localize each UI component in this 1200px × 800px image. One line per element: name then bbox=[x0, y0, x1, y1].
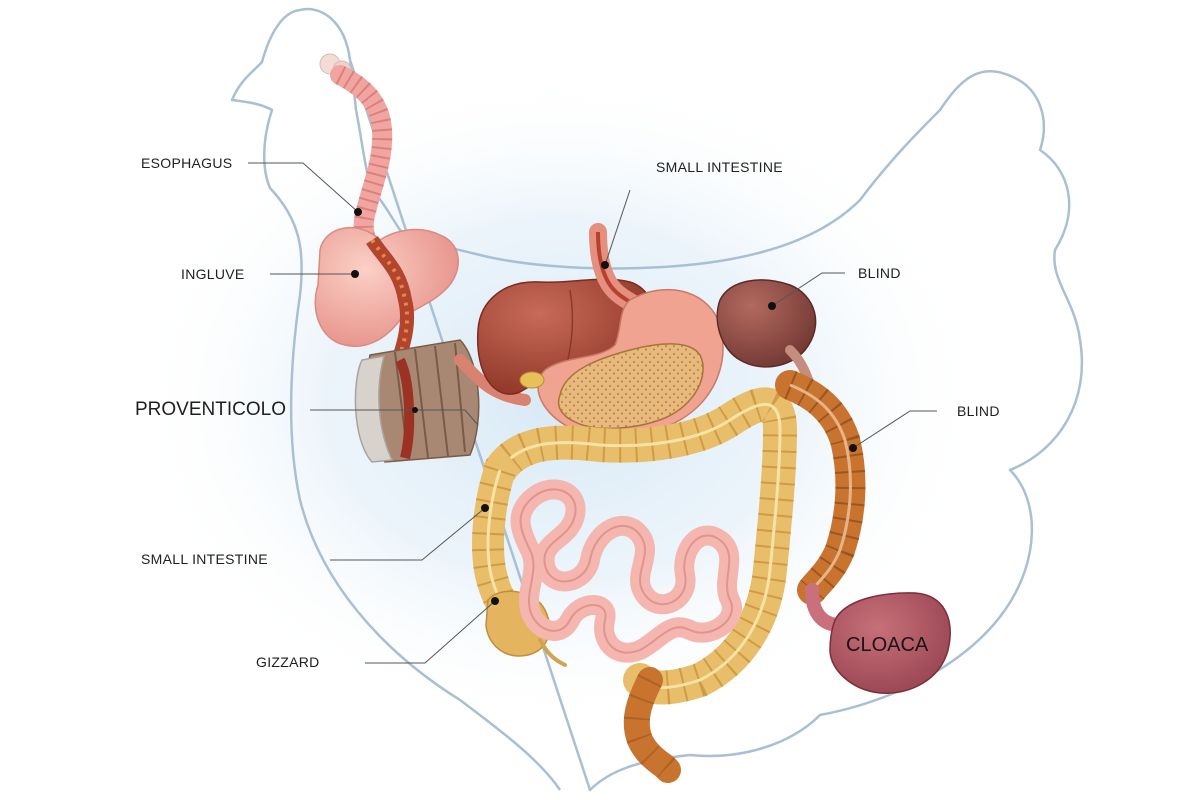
proventriculus-bands bbox=[394, 342, 466, 459]
leader-esophagus bbox=[248, 162, 359, 213]
leader-gizzard bbox=[365, 600, 496, 664]
label-small-intestine-left: SMALL INTESTINE bbox=[141, 551, 268, 567]
dot-ingluve bbox=[351, 270, 359, 278]
rectum bbox=[623, 667, 681, 783]
gizzard-texture bbox=[557, 343, 704, 430]
label-blind-top: BLIND bbox=[858, 265, 901, 281]
leader-small-intestine-top bbox=[604, 189, 631, 266]
leader-small-intestine-left bbox=[330, 507, 486, 561]
crop-inner-texture bbox=[370, 238, 410, 356]
leader-dots bbox=[351, 208, 857, 605]
dot-blind-right bbox=[849, 444, 857, 452]
gallbladder bbox=[519, 371, 545, 389]
label-proventicolo: PROVENTICOLO bbox=[135, 399, 286, 420]
dot-small-intestine-top bbox=[601, 261, 609, 269]
large-intestine-core bbox=[498, 402, 782, 689]
blind-sac bbox=[716, 279, 817, 368]
small-intestine-coils-edge bbox=[519, 488, 733, 654]
leader-lines bbox=[248, 162, 937, 664]
dot-blind-top bbox=[768, 302, 776, 310]
dot-proventicolo bbox=[412, 407, 418, 413]
dot-esophagus bbox=[354, 208, 362, 216]
cloaca-organ bbox=[829, 592, 951, 694]
proventriculus-outlet bbox=[454, 354, 531, 406]
label-small-intestine-top: SMALL INTESTINE bbox=[656, 159, 783, 175]
label-cloaca: CLOACA bbox=[846, 634, 929, 656]
label-esophagus: ESOPHAGUS bbox=[141, 155, 233, 171]
cecum-core bbox=[789, 383, 852, 591]
proventriculus-lumen bbox=[395, 357, 415, 460]
label-blind-right: BLIND bbox=[957, 403, 1000, 419]
dot-small-intestine-left bbox=[481, 504, 489, 512]
label-gizzard: GIZZARD bbox=[256, 654, 320, 670]
gizzard-tail bbox=[538, 638, 567, 667]
proventriculus-cap bbox=[354, 355, 394, 463]
leader-proventicolo bbox=[310, 409, 479, 426]
label-ingluve: INGLUVE bbox=[181, 266, 245, 282]
leader-blind-top bbox=[771, 272, 845, 307]
dot-gizzard bbox=[491, 597, 499, 605]
leader-blind-right bbox=[852, 410, 937, 449]
